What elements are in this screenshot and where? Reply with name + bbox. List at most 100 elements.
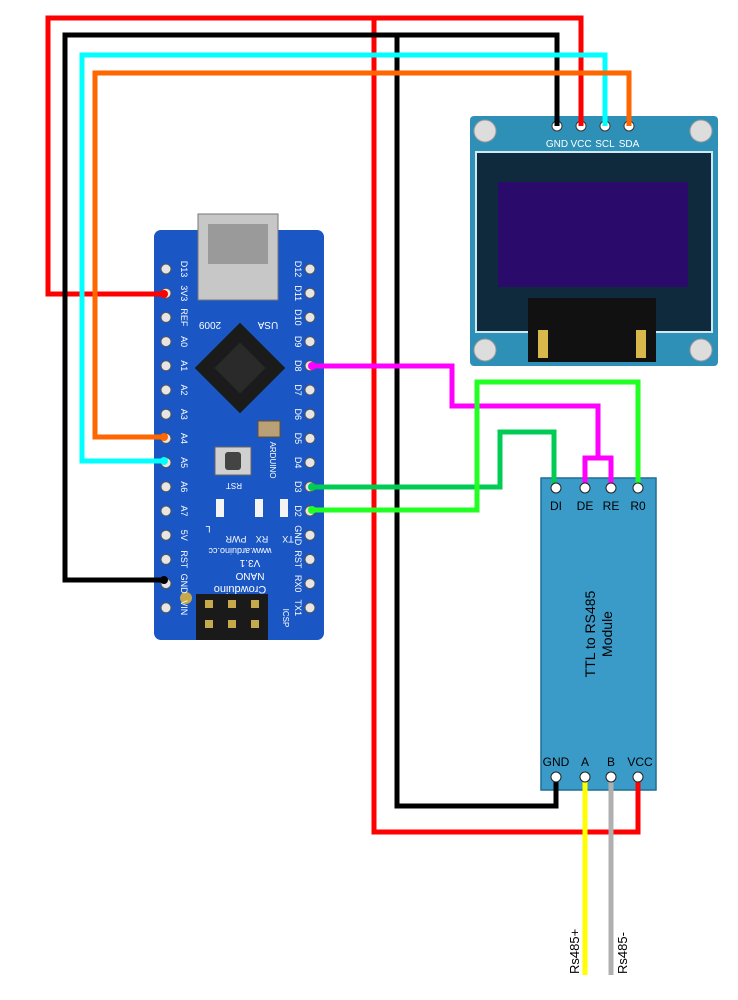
- silk-maker: Crowduino: [214, 583, 267, 595]
- nano-pin-label-left: RST: [179, 550, 189, 569]
- nano-pin-label-left: D13: [179, 261, 189, 278]
- icsp-pin: [251, 620, 259, 628]
- nano-pin-left: [160, 360, 172, 372]
- nano-pin-right: [304, 432, 316, 444]
- pin-dot: [308, 506, 316, 514]
- nano-pin-left: [160, 481, 172, 493]
- nano-pin-left: [160, 553, 172, 565]
- nano-pin-right: [304, 578, 316, 590]
- nano-pin-right: [304, 457, 316, 469]
- pin-dot: [308, 483, 316, 491]
- oled-ribbon-tab: [636, 330, 646, 358]
- nano-pin-label-right: D9: [293, 336, 303, 348]
- rs485-label-b: B: [607, 755, 615, 769]
- wire-scl: [79, 52, 608, 464]
- nano-pin-label-right: D12: [293, 261, 303, 278]
- nano-pin-label-right: D7: [293, 384, 303, 396]
- rs485-pin-r0: [632, 482, 644, 494]
- nano-pin-label-left: A1: [179, 360, 189, 371]
- rs485-pin-di: [550, 482, 562, 494]
- rs485-pin-b: [605, 771, 617, 783]
- icsp-pin: [228, 600, 236, 608]
- nano-pin-right: [304, 408, 316, 420]
- nano-pin-label-left: A6: [179, 481, 189, 492]
- rs485-pin-re: [605, 482, 617, 494]
- nano-pin-label-left: A0: [179, 336, 189, 347]
- usb-port: [208, 224, 268, 264]
- pin-dot: [160, 576, 168, 584]
- oled-mount-hole: [473, 119, 497, 143]
- nano-pin-left: [160, 311, 172, 323]
- oled-display: GND VCC SCL SDA: [470, 116, 718, 366]
- nano-pin-label-left: A5: [179, 457, 189, 468]
- nano-pin-right: [304, 336, 316, 348]
- silk-tx: TX: [282, 534, 294, 544]
- silk-rx: RX: [256, 534, 269, 544]
- nano-pin-left: [160, 384, 172, 396]
- nano-pin-right: [304, 311, 316, 323]
- oled-ribbon: [528, 298, 656, 362]
- rs485-label-a: A: [581, 755, 589, 769]
- rs485-title-line1: TTL to RS485: [582, 590, 598, 677]
- oled-mount-hole: [473, 338, 497, 362]
- nano-pin-label-right: D10: [293, 309, 303, 326]
- nano-pin-left: [160, 602, 172, 614]
- nano-pin-label-right: D4: [293, 457, 303, 469]
- oled-ribbon-tab: [538, 330, 548, 358]
- wires: [45, 15, 641, 975]
- nano-pin-left: [160, 263, 172, 275]
- nano-pin-label-left: A7: [179, 505, 189, 516]
- icsp-pin: [205, 620, 213, 628]
- wire-r0: [310, 379, 641, 513]
- nano-pin-label-right: D5: [293, 433, 303, 445]
- rs485-label-re: RE: [603, 499, 620, 513]
- nano-pin-label-right: D2: [293, 505, 303, 517]
- nano-pin-label-right: D11: [293, 285, 303, 301]
- led-pwr: [255, 499, 263, 517]
- oled-label-gnd: GND: [546, 139, 568, 150]
- pin-dot: [160, 457, 168, 465]
- rs485-label-de: DE: [577, 499, 594, 513]
- nano-pin-label-right: D6: [293, 408, 303, 420]
- nano-pin-left: [160, 408, 172, 420]
- nano-pin-label-left: 5V: [179, 530, 189, 541]
- oled-label-sda: SDA: [619, 139, 640, 150]
- rs485-module: DI DE RE R0 GND A B VCC TTL to RS485 Mod…: [540, 477, 657, 791]
- nano-pin-label-left: GND: [179, 574, 189, 595]
- rs485-label-di: DI: [550, 499, 562, 513]
- nano-pin-label-left: 3V3: [179, 285, 189, 301]
- wire-di: [310, 429, 557, 490]
- wire-sda: [92, 70, 632, 440]
- icsp-pin: [205, 600, 213, 608]
- oled-mount-hole: [689, 119, 713, 143]
- nano-pin-label-right: D3: [293, 481, 303, 493]
- nano-pin-right: [304, 384, 316, 396]
- silk-l: L: [205, 524, 210, 534]
- nano-pin-left: [160, 505, 172, 517]
- silk-year: 2009: [198, 319, 221, 330]
- silk-arduino: ARDUINO: [268, 442, 277, 479]
- wire-gnd-oled: [62, 32, 560, 583]
- silk-version: V3.1: [239, 557, 260, 568]
- oled-label-vcc: VCC: [570, 139, 591, 150]
- wire-vcc-rs485: [371, 18, 641, 835]
- label-rs485-minus: Rs485-: [615, 932, 630, 974]
- pin-dot: [160, 290, 168, 298]
- silk-site: www.arduino.cc: [208, 546, 273, 556]
- nano-board: [154, 230, 324, 640]
- led-l: [216, 499, 224, 517]
- nano-pin-label-left: VIN: [179, 600, 189, 615]
- rs485-pin-de: [579, 482, 591, 494]
- rs485-pin-vcc: [632, 771, 644, 783]
- nano-pin-label-left: A4: [179, 433, 189, 444]
- nano-pin-right: [304, 602, 316, 614]
- rs485-pin-gnd: [550, 771, 562, 783]
- rs485-pin-a: [579, 771, 591, 783]
- crystal: [257, 420, 281, 438]
- oled-label-scl: SCL: [595, 139, 615, 150]
- reset-button-cap: [225, 452, 241, 470]
- led-tx: [280, 499, 288, 517]
- nano-pin-right: [304, 263, 316, 275]
- nano-pin-label-left: A3: [179, 409, 189, 420]
